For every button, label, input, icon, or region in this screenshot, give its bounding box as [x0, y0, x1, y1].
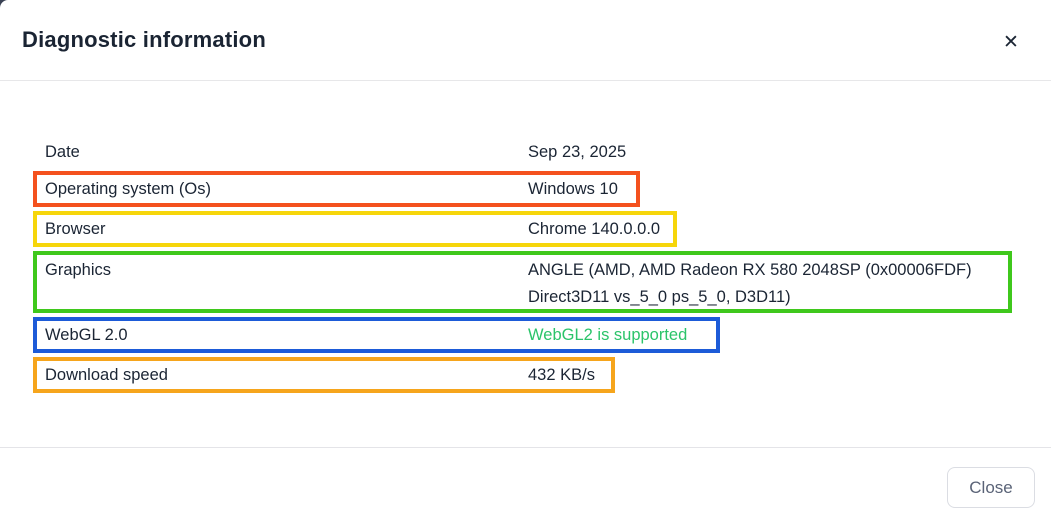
row-value: WebGL2 is supported [528, 326, 688, 344]
row-label: Graphics [45, 261, 112, 279]
diagnostic-row-graphics: Graphics ANGLE (AMD, AMD Radeon RX 580 2… [33, 251, 1012, 313]
row-value: ANGLE (AMD, AMD Radeon RX 580 2048SP (0x… [528, 257, 972, 311]
row-label: Download speed [45, 366, 168, 384]
row-label: Date [45, 143, 80, 161]
close-button[interactable]: Close [947, 467, 1035, 508]
diagnostic-row-browser: Browser Chrome 140.0.0.0 [33, 211, 677, 247]
row-value: 432 KB/s [528, 366, 595, 384]
row-value: Sep 23, 2025 [528, 143, 627, 161]
modal-header: Diagnostic information ✕ [0, 0, 1051, 81]
backdrop-corner [0, 0, 8, 8]
footer-divider [0, 447, 1051, 448]
close-icon[interactable]: ✕ [997, 28, 1025, 56]
diagnostic-row-operating-system: Operating system (Os) Windows 10 [33, 171, 640, 207]
graphics-value-line-2: Direct3D11 vs_5_0 ps_5_0, D3D11) [528, 288, 791, 306]
diagnostic-modal: Diagnostic information ✕ Date Sep 23, 20… [0, 0, 1051, 508]
diagnostic-row-date: Date Sep 23, 2025 [33, 134, 1012, 170]
graphics-value-line-1: ANGLE (AMD, AMD Radeon RX 580 2048SP (0x… [528, 261, 972, 279]
modal-body: Date Sep 23, 2025 Operating system (Os) … [0, 81, 1051, 393]
row-label: WebGL 2.0 [45, 326, 128, 344]
row-label: Browser [45, 220, 106, 238]
row-value: Chrome 140.0.0.0 [528, 220, 661, 238]
modal-footer: Close [0, 448, 1051, 508]
diagnostic-row-download-speed: Download speed 432 KB/s [33, 357, 615, 393]
diagnostic-row-webgl: WebGL 2.0 WebGL2 is supported [33, 317, 720, 353]
row-label: Operating system (Os) [45, 180, 211, 198]
modal-title: Diagnostic information [22, 27, 266, 52]
row-value: Windows 10 [528, 180, 618, 198]
